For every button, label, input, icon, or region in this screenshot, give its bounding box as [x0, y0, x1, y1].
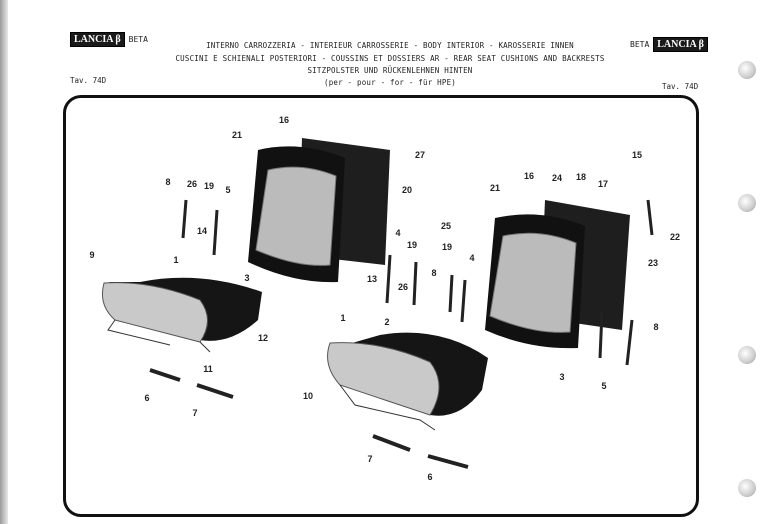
left-backrest [248, 146, 345, 283]
callout-number: 21 [231, 130, 243, 140]
callout-number: 18 [575, 172, 587, 182]
left-cushion [101, 277, 262, 353]
callout-number: 23 [647, 258, 659, 268]
logo-right: BETA LANCIA β [626, 36, 708, 52]
callout-number: 3 [559, 372, 565, 382]
punch-hole [738, 346, 756, 364]
callout-number: 10 [302, 391, 314, 401]
callout-number: 12 [257, 333, 269, 343]
title-line-3: SITZPOLSTER UND RÜCKENLEHNEN HINTEN [307, 66, 473, 75]
callout-number: 24 [551, 173, 563, 183]
callout-number: 27 [414, 150, 426, 160]
callout-number: 19 [441, 242, 453, 252]
callout-number: 17 [597, 179, 609, 189]
table-number-left: Tav. 74D [70, 76, 107, 85]
callout-number: 26 [397, 282, 409, 292]
callout-number: 7 [192, 408, 198, 418]
lancia-logo: LANCIA β [653, 36, 708, 52]
callout-number: 21 [489, 183, 501, 193]
punch-hole [738, 61, 756, 79]
callout-number: 4 [395, 228, 401, 238]
callout-number: 15 [631, 150, 643, 160]
callout-number: 13 [366, 274, 378, 284]
callout-number: 4 [469, 253, 475, 263]
callout-number: 11 [203, 364, 213, 374]
callout-number: 16 [278, 115, 290, 125]
table-number-right: Tav. 74D [662, 82, 699, 91]
center-cushion [327, 332, 488, 431]
callout-number: 1 [340, 313, 346, 323]
punch-hole [738, 194, 756, 212]
callout-number: 6 [144, 393, 150, 403]
title-line-4: (per - pour - for - für HPE) [323, 78, 457, 87]
right-backrest [485, 214, 585, 349]
callout-number: 3 [244, 273, 250, 283]
brand-label: BETA [128, 34, 148, 44]
callout-number: 19 [406, 240, 418, 250]
callout-number: 8 [653, 322, 659, 332]
callout-number: 5 [601, 381, 607, 391]
callout-number: 25 [440, 221, 452, 231]
title-line-1: INTERNO CARROZZERIA - INTERIEUR CARROSSE… [206, 41, 574, 50]
callout-number: 14 [196, 226, 208, 236]
callout-number: 8 [165, 177, 171, 187]
callout-number: 22 [669, 232, 681, 242]
callout-number: 2 [384, 317, 390, 327]
callout-number: 19 [203, 181, 215, 191]
title-line-2: CUSCINI E SCHIENALI POSTERIORI - COUSSIN… [175, 54, 605, 63]
lancia-logo: LANCIA β [70, 31, 125, 47]
small-parts [149, 199, 654, 469]
callout-number: 8 [431, 268, 437, 278]
callout-number: 16 [523, 171, 535, 181]
punch-hole [738, 479, 756, 497]
callout-number: 20 [401, 185, 413, 195]
brand-label: BETA [630, 39, 650, 49]
callout-number: 26 [186, 179, 198, 189]
callout-number: 6 [427, 472, 433, 482]
diagram-frame [63, 95, 699, 517]
callout-number: 5 [225, 185, 231, 195]
page-edge [0, 0, 8, 524]
callout-number: 1 [173, 255, 179, 265]
callout-number: 9 [89, 250, 95, 260]
logo-left: LANCIA β BETA [70, 31, 152, 47]
callout-number: 7 [367, 454, 373, 464]
